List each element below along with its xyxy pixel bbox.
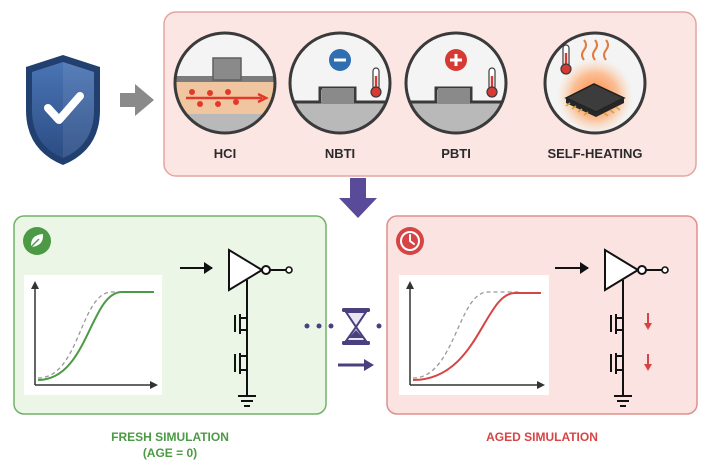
aged-plot-card: [399, 275, 549, 395]
fresh-inverter-circuit: [180, 248, 293, 407]
degradation-arrow-icon: [644, 313, 652, 330]
hourglass-icon: [342, 308, 370, 345]
fresh-plot-card: [24, 275, 162, 395]
aged-caption: AGED SIMULATION: [486, 430, 598, 444]
arrow-down-icon: [339, 178, 377, 218]
arrow-right-icon: [120, 84, 154, 116]
aged-inverter-circuit: [555, 248, 669, 407]
arrow-right-small-icon: [338, 359, 374, 371]
self-heating-chip-icon: [543, 31, 647, 135]
fresh-caption-age: (AGE = 0): [142, 446, 198, 460]
clock-icon: [396, 227, 424, 255]
degradation-arrow-icon: [644, 354, 652, 371]
leaf-icon: [23, 227, 51, 255]
fresh-caption: FRESH SIMULATION: [111, 430, 229, 444]
aged-plot: [406, 281, 545, 389]
pbti-label: PBTI: [441, 146, 471, 161]
hci-label: HCI: [213, 146, 237, 161]
hci-icon: [173, 31, 277, 135]
nbti-label: NBTI: [324, 146, 356, 161]
self-heating-label: SELF-HEATING: [547, 146, 643, 161]
fresh-plot: [31, 281, 158, 389]
shield-check-icon: [26, 55, 100, 165]
